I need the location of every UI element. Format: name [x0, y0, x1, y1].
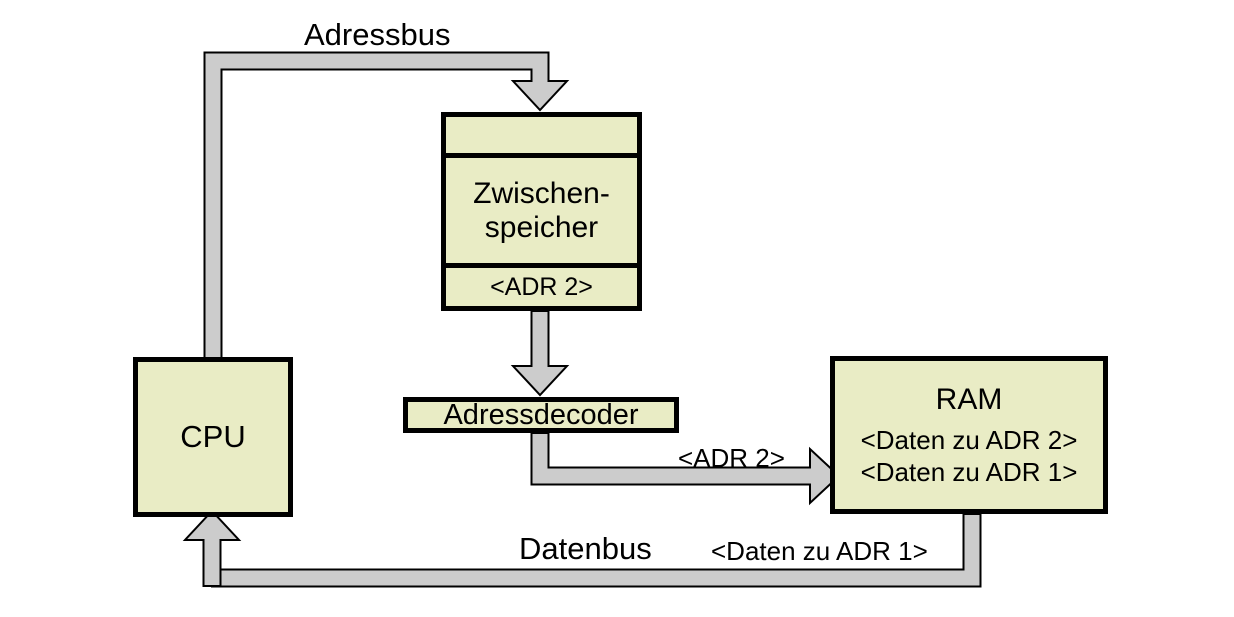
ram-row: <Daten zu ADR 1> [860, 456, 1078, 487]
zwischenspeicher-empty-cell [446, 117, 637, 158]
ram-title: RAM [935, 383, 1003, 417]
cpu-node[interactable]: CPU [133, 357, 293, 517]
ram-row: <Daten zu ADR 2> [860, 425, 1078, 456]
decoder-to-ram-arrow [530, 432, 841, 506]
adressdecoder-node[interactable]: Adressdecoder [403, 397, 679, 433]
data-bus-arrowhead [182, 509, 242, 587]
buffer-to-decoder-arrow [510, 310, 570, 397]
ram-node[interactable]: RAM <Daten zu ADR 2> <Daten zu ADR 1> [830, 356, 1108, 514]
zwischenspeicher-label: Zwischen- speicher [473, 176, 610, 244]
address-bus-label: Adressbus [304, 17, 451, 52]
zwischenspeicher-node[interactable]: Zwischen- speicher <ADR 2> [441, 112, 642, 311]
zwischenspeicher-name-cell: Zwischen- speicher [446, 158, 637, 268]
decoder-to-ram-label: <ADR 2> [678, 443, 785, 473]
zwischenspeicher-value: <ADR 2> [490, 273, 593, 301]
zwischenspeicher-value-cell: <ADR 2> [446, 268, 637, 306]
cpu-label: CPU [180, 418, 246, 454]
adressdecoder-label: Adressdecoder [443, 398, 639, 431]
data-bus-label: Datenbus [519, 531, 652, 566]
address-bus-arrow [203, 51, 570, 517]
data-bus-payload-label: <Daten zu ADR 1> [711, 536, 928, 566]
